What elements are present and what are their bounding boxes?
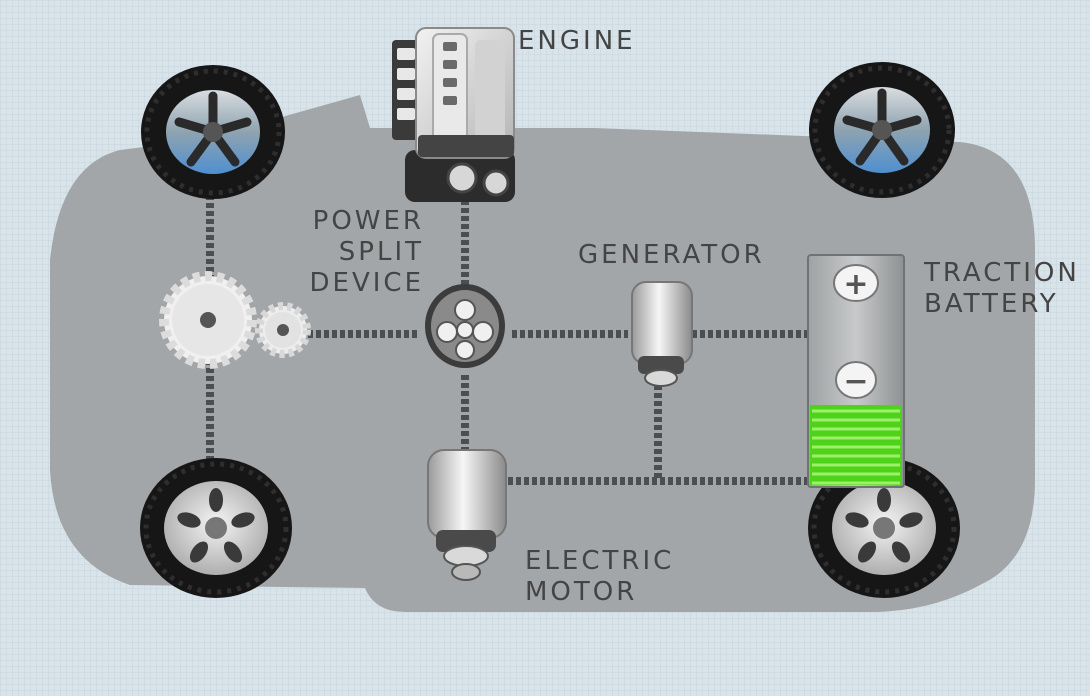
electric-motor-label: ELECTRIC MOTOR — [525, 546, 674, 608]
gear-large-icon — [159, 271, 257, 369]
battery-minus-sign: − — [843, 364, 868, 399]
wheel-front-right — [809, 62, 955, 198]
battery-charge-fill — [810, 405, 902, 485]
engine-icon — [392, 27, 515, 202]
electric-line: ELECTRIC — [525, 546, 675, 576]
motor-line: MOTOR — [525, 577, 638, 607]
generator-icon — [631, 281, 693, 387]
power-split-line-1: POWER — [312, 206, 424, 236]
battery-line: BATTERY — [924, 289, 1059, 319]
generator-label: GENERATOR — [578, 240, 765, 270]
power-split-device-icon — [425, 284, 505, 368]
power-split-line-3: DEVICE — [309, 268, 424, 298]
engine-label: ENGINE — [518, 26, 636, 56]
power-split-device-label: POWER SPLIT DEVICE — [292, 206, 424, 299]
wheel-rear-left — [140, 458, 292, 598]
electric-motor-icon — [427, 449, 507, 581]
power-split-line-2: SPLIT — [338, 237, 424, 267]
battery-minus-terminal — [835, 361, 877, 399]
battery-plus-terminal — [833, 264, 879, 302]
traction-battery-icon: + − — [807, 254, 905, 488]
connector-lines — [206, 195, 808, 485]
gear-small-icon — [255, 302, 311, 358]
traction-line: TRACTION — [924, 258, 1080, 288]
wheel-rear-right — [808, 458, 960, 598]
traction-battery-label: TRACTION BATTERY — [924, 258, 1090, 320]
wheel-front-left — [141, 65, 285, 199]
battery-charge-stripes — [812, 409, 900, 485]
battery-plus-sign: + — [843, 267, 868, 302]
